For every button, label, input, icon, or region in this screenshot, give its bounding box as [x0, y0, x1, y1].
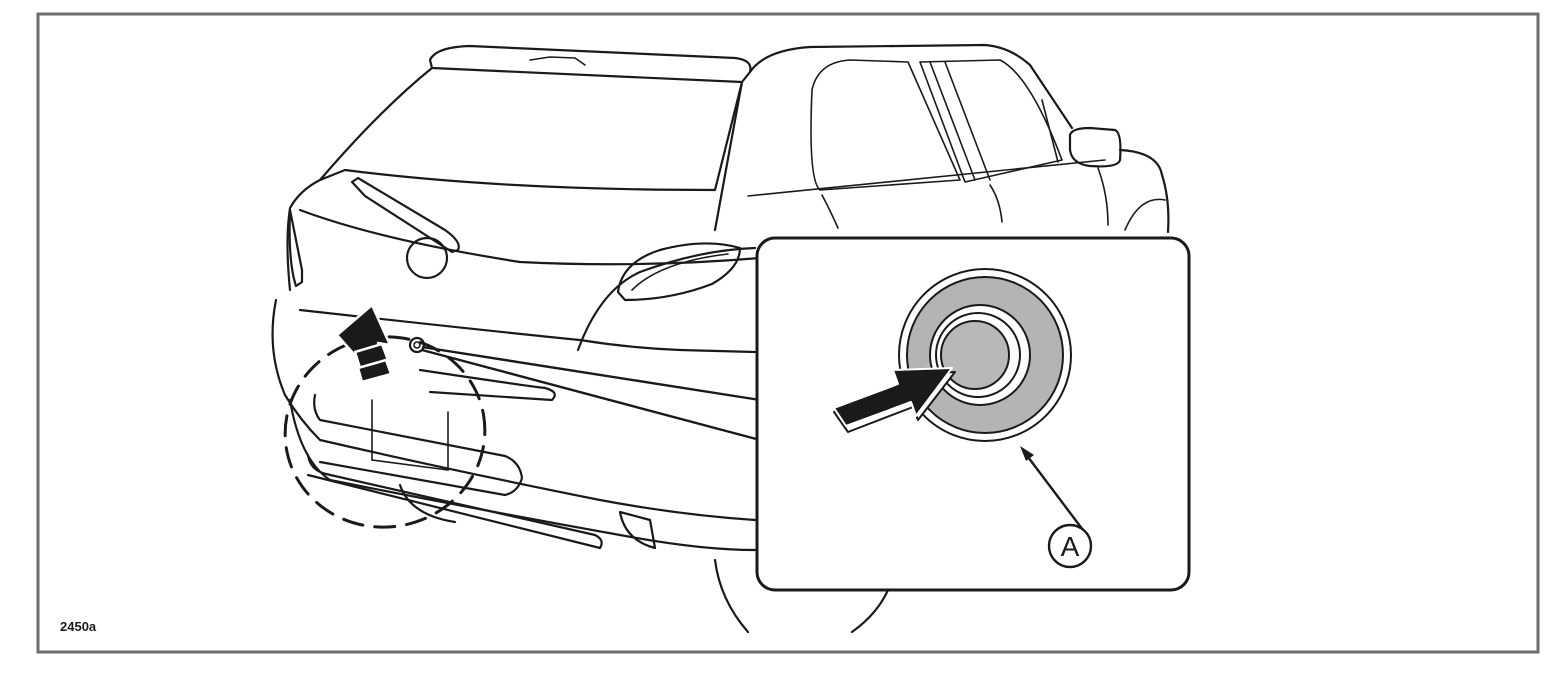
c-pillar: [713, 80, 744, 232]
reflector: [618, 510, 657, 550]
bumper-upper: [271, 298, 757, 522]
door-edge-3: [1097, 167, 1109, 226]
rear-side-window: [810, 59, 961, 191]
callout-arrowhead: [1020, 446, 1034, 461]
front-fender: [1118, 148, 1170, 234]
tailgate-handle-recess: [418, 368, 556, 402]
callout-leader-line: [1024, 452, 1084, 531]
brake-light: [529, 56, 586, 66]
window-pillar-a: [929, 61, 976, 181]
callout-label: A: [1061, 531, 1080, 562]
exhaust: [398, 483, 457, 524]
window-pillar-c: [1041, 99, 1059, 163]
lift-arrow-step-2: [356, 358, 393, 384]
figure-id: 2450a: [60, 619, 97, 634]
rear-window: [318, 66, 744, 192]
roof-spoiler: [428, 44, 752, 84]
window-pillar-b: [944, 61, 991, 181]
roof-line: [748, 43, 1074, 130]
leader-line-top: [421, 345, 761, 402]
tailgate-button-small-center: [413, 341, 421, 349]
diagram-frame: [36, 12, 1540, 654]
rear-door-window: [919, 59, 1063, 183]
opener-button-face: [940, 320, 1010, 390]
lift-arrow-icon: [335, 303, 393, 384]
quarter-panel: [576, 246, 757, 352]
side-mirror: [1068, 126, 1122, 168]
tailgate-left: [286, 178, 322, 292]
licence-plate-bottom: [371, 459, 449, 471]
car-illustration: [271, 43, 1170, 634]
push-arrow: [833, 367, 953, 427]
tailgate-button-small: [408, 336, 426, 354]
right-tail-lamp-inner: [631, 253, 729, 291]
arrow-right-icon: [833, 367, 956, 433]
front-wheel-arch: [1124, 198, 1166, 231]
bumper-licence-recess: [313, 393, 524, 497]
door-edge-1: [821, 194, 839, 229]
left-tail-lamp: [288, 208, 304, 288]
leader-line-bottom: [421, 348, 761, 442]
door-edge-2: [989, 184, 1003, 223]
tailgate-lower-edge: [298, 308, 757, 354]
rear-wheel-right: [850, 583, 892, 634]
tailgate-opener-button-detail: [898, 268, 1072, 442]
wiper-pivot: [405, 236, 449, 280]
bumper-strip: [306, 453, 603, 550]
callout-circle: [1047, 523, 1093, 569]
rear-wheel-left: [713, 558, 750, 634]
belt-line: [747, 159, 1106, 197]
